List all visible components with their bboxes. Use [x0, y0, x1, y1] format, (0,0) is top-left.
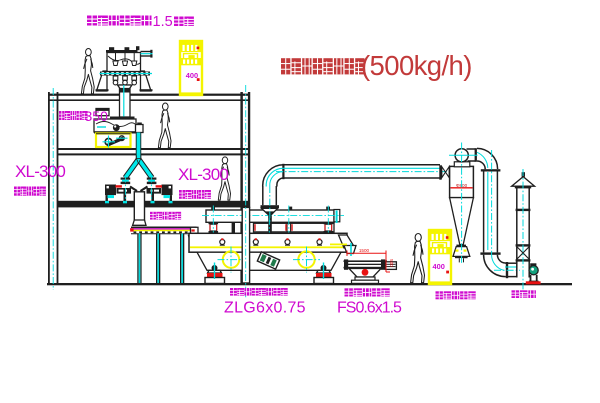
svg-text:400: 400 — [433, 262, 445, 271]
svg-text:1500: 1500 — [359, 248, 370, 253]
svg-text:ZLG6x0.75: ZLG6x0.75 — [224, 300, 306, 317]
svg-text:400: 400 — [186, 71, 198, 80]
svg-text:XL-300: XL-300 — [15, 162, 65, 181]
svg-text:1.5: 1.5 — [153, 14, 173, 30]
svg-text:(500kg/h): (500kg/h) — [361, 50, 472, 81]
svg-text:500: 500 — [389, 259, 394, 267]
svg-text:350: 350 — [85, 108, 109, 124]
svg-text:XL-300: XL-300 — [178, 165, 228, 184]
svg-text:FS0.6x1.5: FS0.6x1.5 — [337, 300, 402, 317]
